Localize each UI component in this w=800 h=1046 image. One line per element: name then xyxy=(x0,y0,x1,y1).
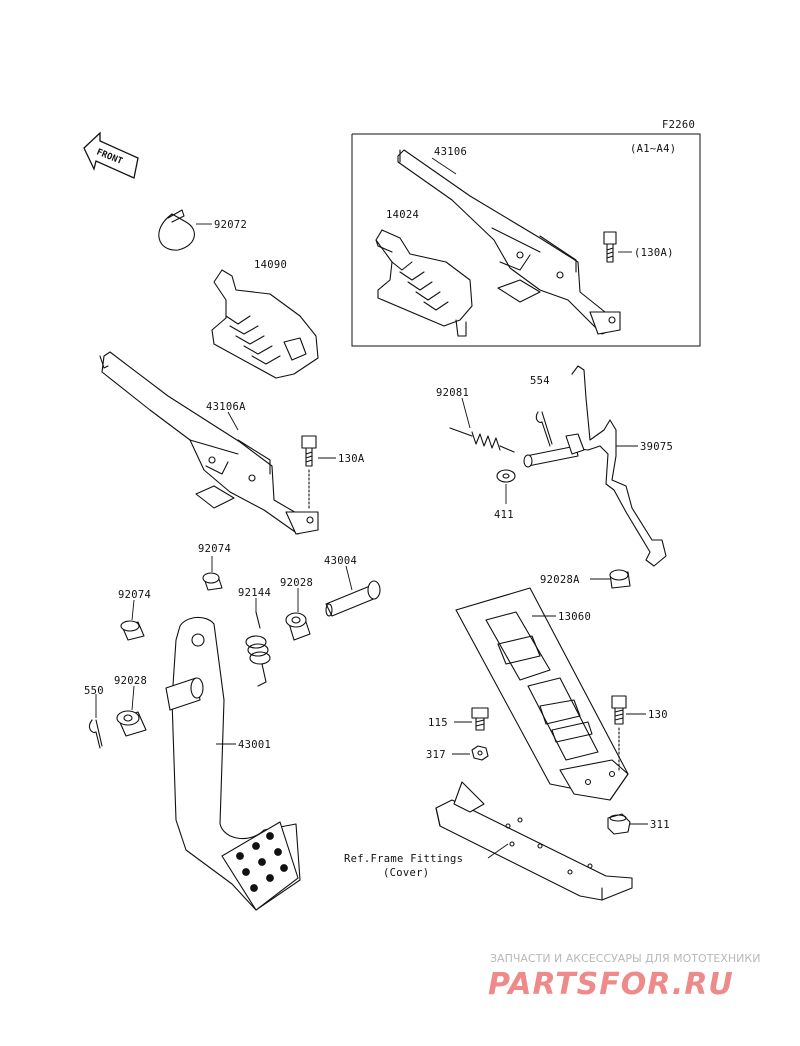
part-92144-spring xyxy=(245,611,271,687)
front-arrow-icon: FRONT xyxy=(83,131,139,179)
part-130A-bolt-inset xyxy=(603,231,617,263)
part-43004-pin xyxy=(325,580,381,617)
label-43004: 43004 xyxy=(324,555,357,567)
part-554-cotter-pin xyxy=(535,411,553,447)
part-92074-bushing-b xyxy=(120,620,145,641)
label-130A-inset: (130A) xyxy=(634,247,674,259)
part-92072-clamp xyxy=(158,209,195,251)
label-92074-a: 92074 xyxy=(198,543,231,555)
label-92072: 92072 xyxy=(214,219,247,231)
label-92144: 92144 xyxy=(238,587,271,599)
part-115-bolt xyxy=(471,707,489,731)
diagram-code: F2260 xyxy=(662,119,695,131)
part-92028-bushing-a xyxy=(285,612,311,641)
label-13060: 13060 xyxy=(558,611,591,623)
part-317-nut xyxy=(471,745,489,761)
label-92074-b: 92074 xyxy=(118,589,151,601)
part-92074-bushing-a xyxy=(202,572,223,591)
label-92028-a: 92028 xyxy=(280,577,313,589)
part-13060-pedal-pad xyxy=(455,587,629,801)
part-14024-boot xyxy=(375,229,473,337)
part-14090-boot xyxy=(211,269,319,379)
label-130A: 130A xyxy=(338,453,365,465)
label-39075: 39075 xyxy=(640,441,673,453)
part-frame-fittings-cover xyxy=(435,781,633,901)
label-550: 550 xyxy=(84,685,104,697)
label-ref-cover: (Cover) xyxy=(383,867,429,879)
inset-frame xyxy=(351,133,701,347)
part-92081-spring xyxy=(449,427,515,453)
label-14090: 14090 xyxy=(254,259,287,271)
label-411: 411 xyxy=(494,509,514,521)
part-550-cotter-pin xyxy=(88,719,103,749)
label-554: 554 xyxy=(530,375,550,387)
label-115: 115 xyxy=(428,717,448,729)
part-130A-bolt xyxy=(301,435,317,511)
label-ref-frame: Ref.Frame Fittings xyxy=(344,853,463,865)
part-411-washer xyxy=(496,469,516,483)
label-317: 317 xyxy=(426,749,446,761)
label-92028A: 92028A xyxy=(540,574,580,586)
label-43106: 43106 xyxy=(434,146,467,158)
part-39075-rod xyxy=(523,365,667,567)
label-43001: 43001 xyxy=(238,739,271,751)
label-92028-b: 92028 xyxy=(114,675,147,687)
part-92028-bushing-b xyxy=(116,710,147,737)
part-43106-lever xyxy=(397,149,621,335)
part-92028A-bushing xyxy=(609,569,631,589)
label-311: 311 xyxy=(650,819,670,831)
label-92081: 92081 xyxy=(436,387,469,399)
label-43106A: 43106A xyxy=(206,401,246,413)
label-14024: 14024 xyxy=(386,209,419,221)
inset-note: (A1~A4) xyxy=(630,143,676,155)
part-43106A-lever xyxy=(99,351,319,535)
part-311-nut xyxy=(607,813,631,835)
part-130-bolt xyxy=(611,695,627,771)
part-43001-pedal xyxy=(165,616,301,911)
watermark-tagline: ЗАПЧАСТИ И АКСЕССУАРЫ ДЛЯ МОТОТЕХНИКИ xyxy=(490,952,760,965)
watermark-site: PARTSFOR.RU xyxy=(488,967,734,1002)
label-130: 130 xyxy=(648,709,668,721)
